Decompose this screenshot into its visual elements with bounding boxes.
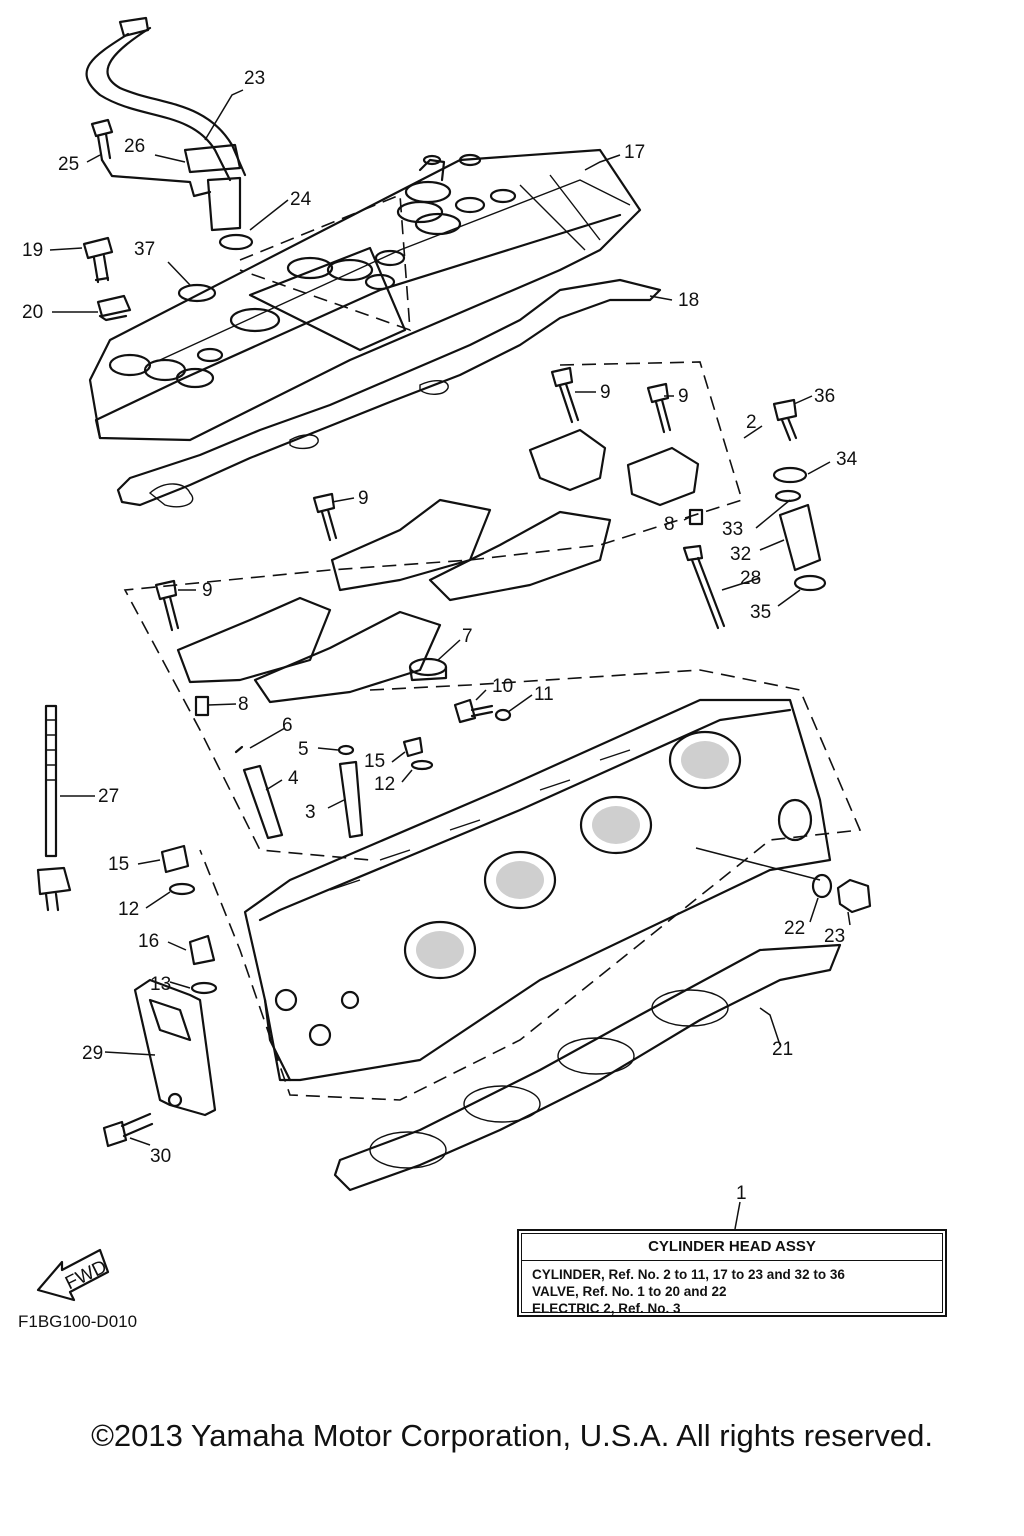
small-bolt [453,698,494,724]
dowel-pin [688,508,704,526]
washer [811,873,833,899]
callout-37: 37 [134,239,155,260]
info-box-line: VALVE, Ref. No. 1 to 20 and 22 [532,1284,727,1299]
callout-8a: 8 [664,514,675,535]
callout-11: 11 [534,684,554,705]
callout-14: 15 [108,854,129,875]
callout-numbers: 23 26 25 17 24 19 37 18 20 9 9 36 2 34 9… [22,68,858,1204]
callout-30: 25 [58,154,79,175]
camshaft-caps [176,428,700,704]
dipstick [36,704,72,912]
cover-gasket [116,278,662,507]
nuts-and-washers [160,844,218,995]
bracket-bolt [102,1112,154,1148]
callout-15: 15 [364,751,385,772]
callout-21: 21 [772,1039,793,1060]
callout-16: 16 [138,931,159,952]
small-washer [494,708,512,722]
plug-bolt-assembly [682,398,827,630]
callout-4: 4 [288,768,299,789]
drawing-code: F1BG100-D010 [18,1312,138,1331]
callout-19: 19 [22,240,43,261]
callout-33: 33 [722,519,743,540]
copyright-notice: ©2013 Yamaha Motor Corporation, U.S.A. A… [91,1418,933,1453]
hose-clamp-bolt [90,118,212,198]
callout-9b: 9 [678,386,689,407]
callout-26: 30 [150,1146,171,1167]
cylinder-head-cover [88,148,642,442]
dowel-pin [194,695,210,717]
callout-17: 17 [624,142,645,163]
callout-9d: 9 [202,580,213,601]
callout-36: 36 [814,386,835,407]
breather-hose [85,16,247,232]
callout-23: 23 [824,926,845,947]
cap-bolts [154,366,672,632]
assembly-boundary [123,361,743,861]
callout-5: 5 [298,739,309,760]
callout-27: 27 [98,786,119,807]
cover-bolt [82,236,114,284]
callout-10: 10 [492,676,513,697]
callout-31: 26 [124,136,145,157]
valve-guides [234,736,434,840]
callout-35: 35 [750,602,771,623]
callout-32: 32 [730,544,751,565]
grommet [96,294,132,322]
callout-13: 13 [150,974,171,995]
head-gasket [333,943,842,1192]
callout-28: 23 [244,68,265,89]
callout-9c: 9 [358,488,369,509]
drain-plug [836,878,872,914]
plug [177,283,217,303]
callout-25: 29 [82,1043,103,1064]
callout-34: 34 [836,449,858,470]
info-box-title: CYLINDER HEAD ASSY [522,1234,942,1261]
plug-seal [408,657,448,682]
cylinder-head [243,698,832,1082]
callout-20: 20 [22,302,43,323]
callout-3: 3 [305,802,316,823]
leader-lines [49,89,851,1230]
info-box: CYLINDER HEAD ASSY CYLINDER, Ref. No. 2 … [517,1229,947,1317]
bracket [133,978,217,1117]
callout-6: 6 [282,715,293,736]
callout-12b: 12 [118,899,139,920]
callout-1: 1 [736,1183,747,1204]
callout-18: 18 [678,290,699,311]
callout-7: 7 [462,626,473,647]
callout-12a: 12 [374,774,395,795]
callout-9a: 9 [600,382,611,403]
o-ring [218,233,254,251]
callout-2: 2 [746,412,757,433]
callout-22: 22 [784,918,805,939]
fwd-arrow-icon: FWD [36,1248,110,1302]
info-box-line: CYLINDER, Ref. No. 2 to 11, 17 to 23 and… [532,1267,845,1282]
callout-29: 24 [290,189,312,210]
callout-8b: 8 [238,694,249,715]
info-box-line: ELECTRIC 2, Ref. No. 3 [532,1301,681,1316]
assembly-boundary [199,669,862,1101]
callout-24: 28 [740,568,761,589]
fwd-label: FWD [62,1256,110,1294]
